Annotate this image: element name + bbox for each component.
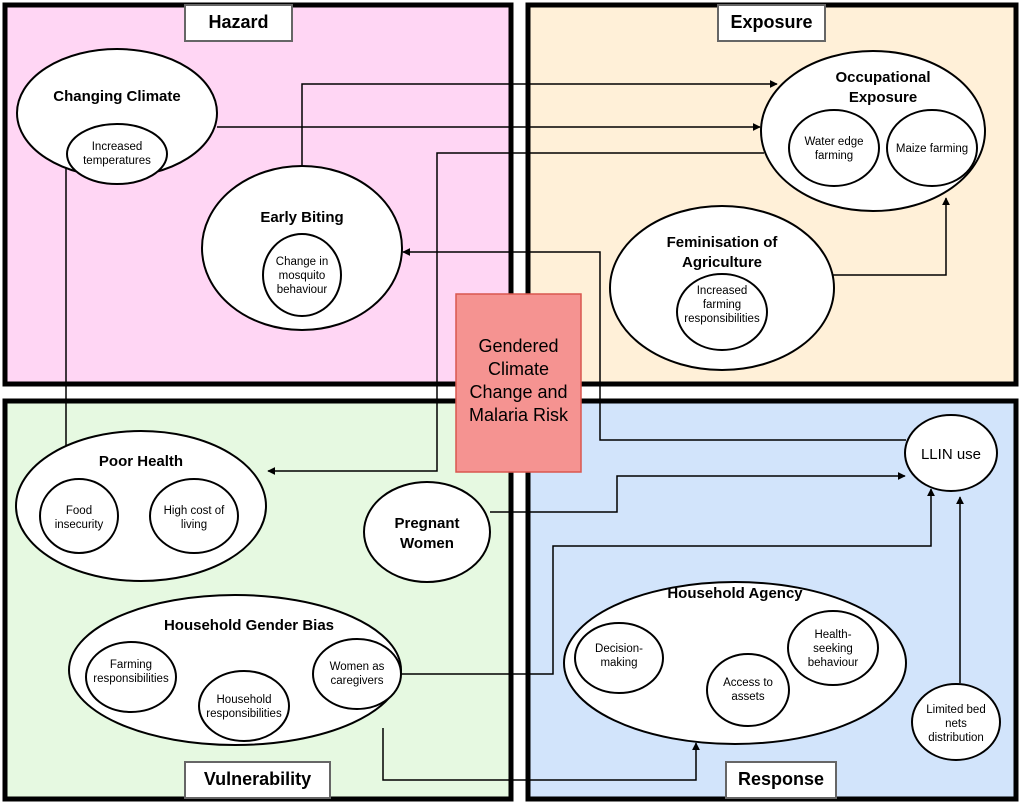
occupational-title-line-2: Exposure	[849, 89, 917, 106]
gender-bias-title: Household Gender Bias	[164, 617, 334, 634]
mosquito-behaviour-line-2: mosquito	[279, 270, 326, 282]
arrow-pregnant-to-llin	[490, 472, 906, 513]
decision-making-line-1: Decision-	[595, 643, 643, 655]
feminisation-title-line-2: Agriculture	[682, 254, 762, 271]
changing-climate-title: Changing Climate	[53, 88, 181, 105]
health-seeking-line-2: seeking	[813, 643, 853, 655]
maize-farming: Maize farming	[896, 143, 968, 155]
water-edge-farming-line-2: farming	[815, 150, 853, 162]
bed-nets-line-3: distribution	[928, 732, 984, 744]
bed-nets-line-2: nets	[945, 718, 967, 730]
center-line-2: Climate	[488, 359, 549, 379]
gb-farming-line-2: responsibilities	[93, 673, 169, 685]
exposure-label-box: Exposure	[717, 4, 826, 42]
exposure-label: Exposure	[730, 12, 812, 32]
center-box: Gendered Climate Change and Malaria Risk	[455, 293, 582, 473]
node-household-gender-bias: Household Gender Bias Farming responsibi…	[68, 594, 402, 746]
farming-responsibilities-line-3: responsibilities	[684, 313, 760, 325]
early-biting-title: Early Biting	[260, 209, 343, 226]
mosquito-behaviour-line-1: Change in	[276, 256, 328, 268]
farming-responsibilities-line-2: farming	[703, 299, 741, 311]
pregnant-women-line-1: Pregnant	[394, 515, 459, 532]
vulnerability-label: Vulnerability	[204, 769, 311, 789]
decision-making-line-2: making	[600, 657, 637, 669]
cost-of-living-line-2: living	[181, 519, 207, 531]
access-assets-line-2: assets	[731, 691, 764, 703]
gb-household-line-2: responsibilities	[206, 708, 282, 720]
center-line-4: Malaria Risk	[469, 405, 569, 425]
increased-temperatures-line-1: Increased	[92, 141, 143, 153]
node-limited-bed-nets: Limited bed nets distribution	[911, 683, 1001, 761]
node-llin-use: LLIN use	[904, 414, 998, 492]
arrow-occupational-to-poorhealth	[267, 152, 764, 475]
response-label-box: Response	[725, 761, 837, 799]
health-seeking-line-1: Health-	[814, 629, 851, 641]
node-changing-climate: Changing Climate Increased temperatures	[16, 48, 218, 185]
node-feminisation-of-agriculture: Feminisation of Agriculture Increased fa…	[609, 205, 835, 371]
hazard-label: Hazard	[208, 12, 268, 32]
center-line-1: Gendered	[478, 336, 558, 356]
water-edge-farming-line-1: Water edge	[804, 136, 863, 148]
farming-responsibilities-line-1: Increased	[697, 285, 748, 297]
arrow-earlybiting-to-occupational	[301, 80, 778, 166]
node-early-biting: Early Biting Change in mosquito behaviou…	[201, 165, 403, 331]
gb-farming-line-1: Farming	[110, 659, 152, 671]
pregnant-women-line-2: Women	[400, 535, 454, 552]
node-household-agency: Household Agency Decision- making Health…	[563, 581, 907, 745]
center-line-3: Change and	[469, 382, 567, 402]
mosquito-behaviour-line-3: behaviour	[277, 284, 328, 296]
gb-household-line-1: Household	[217, 694, 272, 706]
poor-health-title: Poor Health	[99, 453, 183, 470]
node-pregnant-women: Pregnant Women	[363, 481, 491, 583]
food-insecurity-line-1: Food	[66, 505, 92, 517]
gb-caregivers-line-1: Women as	[330, 661, 385, 673]
arrow-genderbias-to-agency	[382, 728, 700, 781]
response-label: Response	[738, 769, 824, 789]
node-poor-health: Poor Health Food insecurity High cost of…	[15, 430, 267, 582]
feminisation-title-line-1: Feminisation of	[667, 234, 779, 251]
bed-nets-line-1: Limited bed	[926, 704, 985, 716]
household-agency-title: Household Agency	[667, 585, 803, 602]
vulnerability-label-box: Vulnerability	[184, 761, 331, 799]
arrow-llin-to-earlybiting	[402, 248, 906, 441]
arrow-caregivers-to-llin	[400, 488, 935, 675]
hazard-label-box: Hazard	[184, 4, 293, 42]
occupational-title-line-1: Occupational	[835, 69, 930, 86]
food-insecurity-line-2: insecurity	[55, 519, 104, 531]
llin-use-label: LLIN use	[921, 446, 981, 463]
increased-temperatures-line-2: temperatures	[83, 155, 151, 167]
access-assets-line-1: Access to	[723, 677, 773, 689]
health-seeking-line-3: behaviour	[808, 657, 859, 669]
gb-caregivers-line-2: caregivers	[330, 675, 383, 687]
cost-of-living-line-1: High cost of	[164, 505, 226, 517]
arrow-feminisation-to-occupational	[833, 197, 950, 276]
node-occupational-exposure: Occupational Exposure Water edge farming…	[760, 50, 986, 212]
